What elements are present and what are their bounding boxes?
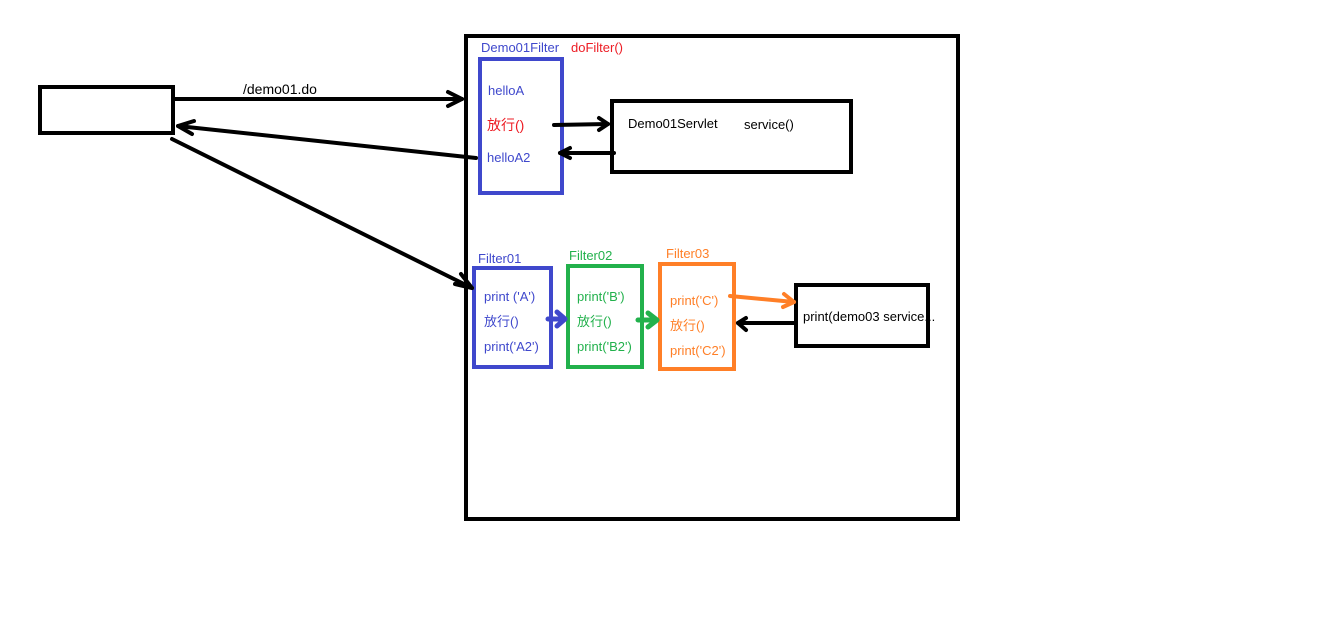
demo01-servlet-method: service() <box>744 117 794 132</box>
response-arrow <box>176 119 478 160</box>
request-arrow <box>173 90 464 108</box>
demo03-servlet-text: print(demo03 service... <box>803 309 936 324</box>
demo01-servlet-name: Demo01Servlet <box>628 116 718 131</box>
demo01-filter-after: helloA2 <box>487 150 531 165</box>
demo01-filter-pass: 放行() <box>487 117 525 133</box>
filter02-title: Filter02 <box>569 248 613 263</box>
filter03-before: print('C') <box>670 293 719 308</box>
filter03-after: print('C2') <box>670 343 726 358</box>
filter03-title: Filter03 <box>666 246 710 261</box>
filter02-box <box>566 264 644 369</box>
filter02-before: print('B') <box>577 289 625 304</box>
filter02-pass: 放行() <box>577 314 612 329</box>
demo03-servlet-box <box>794 283 930 348</box>
filter03-pass: 放行() <box>670 318 705 333</box>
demo01-filter-title: Demo01Filter <box>481 40 560 55</box>
request-path-label: /demo01.do <box>243 81 317 97</box>
filter01-title: Filter01 <box>478 251 522 266</box>
filter02-after: print('B2') <box>577 339 632 354</box>
filter01-pass: 放行() <box>484 314 519 329</box>
filter01-before: print ('A') <box>484 289 536 304</box>
client-box <box>38 85 175 135</box>
demo01-servlet-box <box>610 99 853 174</box>
filter03-box <box>658 262 736 371</box>
filter01-after: print('A2') <box>484 339 539 354</box>
filter-chain-request-arrow <box>170 137 474 290</box>
demo01-filter-method: doFilter() <box>571 40 624 55</box>
demo01-filter-before: helloA <box>488 83 525 98</box>
